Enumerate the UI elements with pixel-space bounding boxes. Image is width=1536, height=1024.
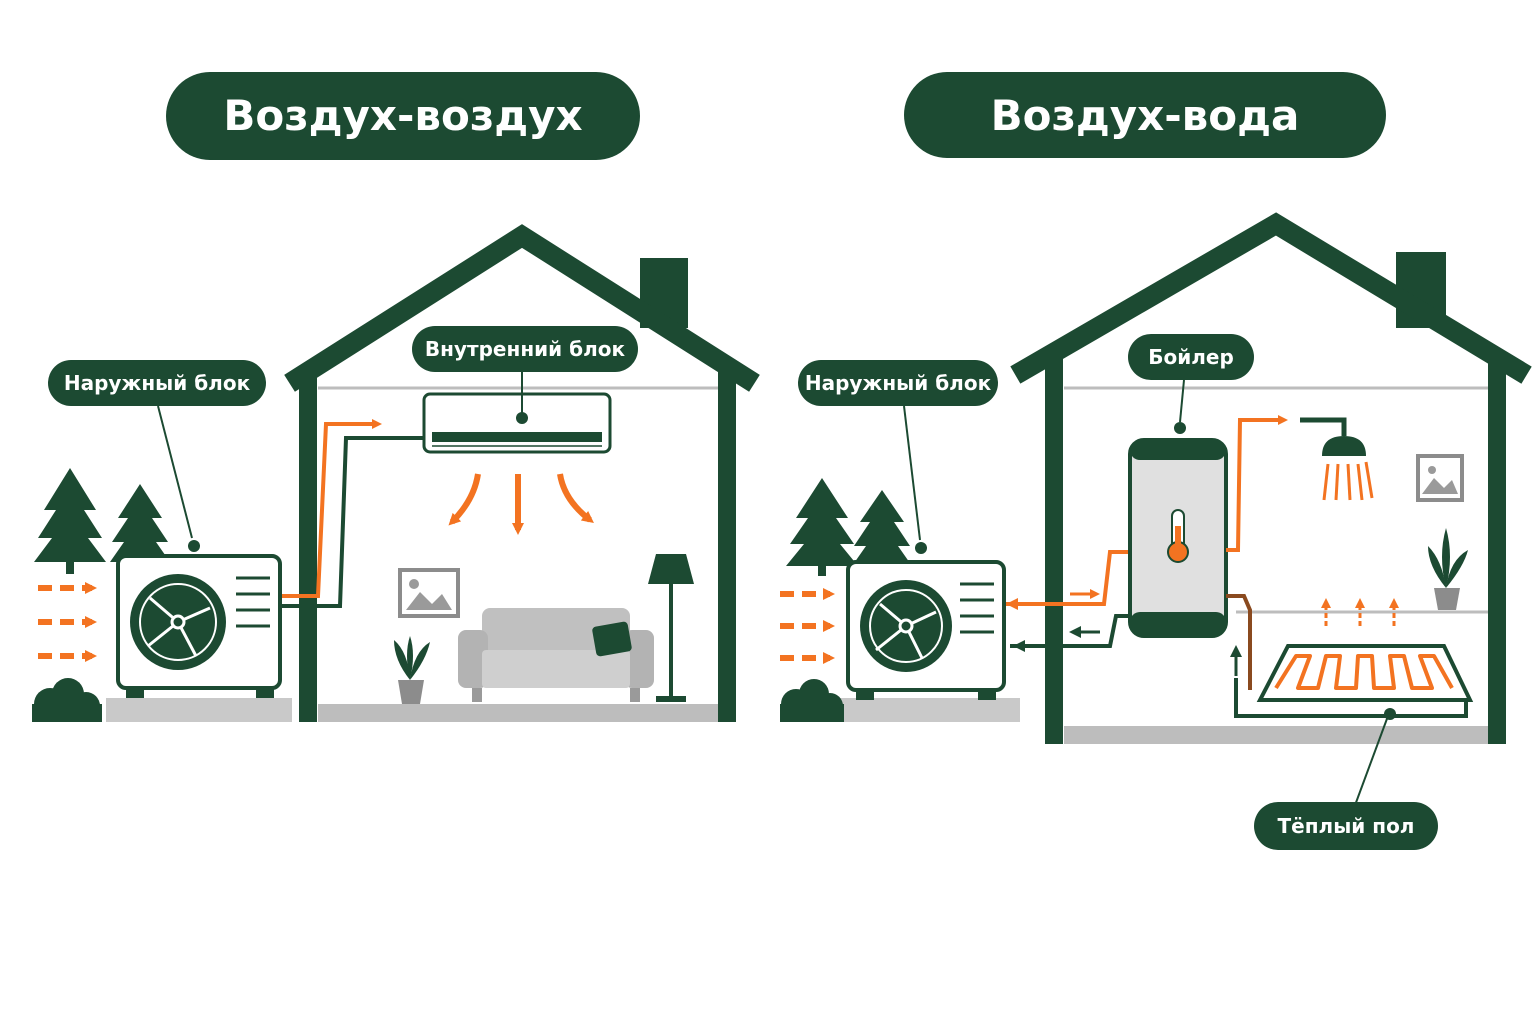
- floor-lamp-icon: [648, 554, 694, 702]
- panel-air-to-air: Воздух-воздух: [32, 72, 760, 722]
- picture-frame-icon: [398, 568, 460, 618]
- outdoor-unit: [116, 554, 282, 698]
- bush-icon: [32, 678, 102, 722]
- fan-icon: [130, 574, 226, 670]
- incoming-air-arrows: [780, 588, 835, 664]
- label-floor-heating: Тёплый пол: [1254, 708, 1438, 850]
- outdoor-unit: [846, 560, 1006, 700]
- floor-heating-coil-icon: [1256, 644, 1474, 702]
- label-outdoor-unit-text: Наружный блок: [805, 371, 992, 395]
- bush-icon: [780, 679, 844, 722]
- water-pipes: [1006, 550, 1132, 652]
- warm-air-arrows: [448, 473, 594, 535]
- rising-heat-arrows: [1321, 598, 1399, 626]
- potted-plant-icon: [1428, 528, 1468, 610]
- tree-icon: [34, 468, 106, 574]
- picture-frame-icon: [1416, 454, 1464, 502]
- refrigerant-pipes: [282, 419, 424, 608]
- label-indoor-unit: Внутренний блок: [412, 326, 638, 424]
- tree-icon: [852, 490, 912, 566]
- label-boiler-text: Бойлер: [1148, 345, 1234, 369]
- label-outdoor-unit: Наружный блок: [798, 360, 998, 554]
- panel-title: Воздух-воздух: [223, 91, 582, 140]
- tree-icon: [110, 484, 170, 562]
- boiler-icon: [1128, 438, 1228, 638]
- label-indoor-unit-text: Внутренний блок: [425, 337, 626, 361]
- hot-water-pipe: [1226, 415, 1288, 552]
- floor-heating-pipes: [1226, 594, 1468, 718]
- label-floor-heating-text: Тёплый пол: [1278, 814, 1415, 838]
- label-boiler: Бойлер: [1128, 334, 1254, 434]
- thermometer-icon: [1167, 509, 1189, 563]
- outdoor-unit-pad: [838, 698, 1020, 722]
- tree-icon: [786, 478, 858, 576]
- shower-head-icon: [1300, 417, 1374, 501]
- panel-title-pill: Воздух-воздух: [166, 72, 640, 160]
- house-icon: [284, 224, 760, 722]
- label-outdoor-unit: Наружный блок: [48, 360, 266, 552]
- potted-plant-icon: [394, 636, 430, 704]
- panel-title-pill: Воздух-вода: [904, 72, 1386, 158]
- panel-title: Воздух-вода: [991, 91, 1300, 140]
- house-icon: [1010, 212, 1532, 744]
- fan-icon: [860, 580, 952, 672]
- sofa-icon: [458, 608, 654, 702]
- outdoor-unit-pad: [106, 698, 292, 722]
- label-outdoor-unit-text: Наружный блок: [64, 371, 251, 395]
- incoming-air-arrows: [38, 582, 97, 662]
- air-conditioner-icon: [422, 392, 612, 454]
- panel-air-to-water: Воздух-вода: [780, 72, 1532, 850]
